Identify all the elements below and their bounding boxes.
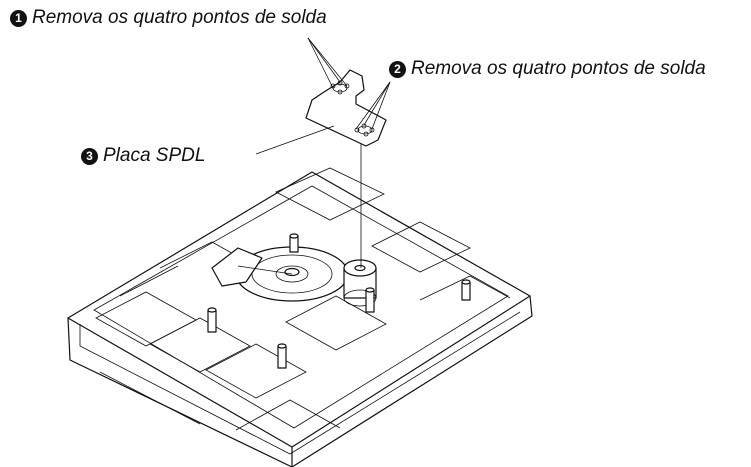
callout-text: Remova os quatro pontos de solda <box>32 7 327 28</box>
callout-spdl-board: 3 Placa SPDL <box>81 145 205 167</box>
leader-lines <box>255 37 391 268</box>
callout-number-badge: 3 <box>81 147 98 165</box>
mounting-posts <box>207 233 471 369</box>
mechanism-chassis <box>67 167 533 467</box>
callout-remove-solder-points-1: 1 Remova os quatro pontos de solda <box>10 7 327 29</box>
callout-text: Remova os quatro pontos de solda <box>411 58 706 79</box>
turntable <box>211 246 349 302</box>
callout-number-badge: 1 <box>10 9 27 27</box>
callout-remove-solder-points-2: 2 Remova os quatro pontos de solda <box>389 58 706 80</box>
callout-text: Placa SPDL <box>103 145 206 166</box>
callout-number-badge: 2 <box>389 60 406 78</box>
spdl-board <box>305 69 387 147</box>
